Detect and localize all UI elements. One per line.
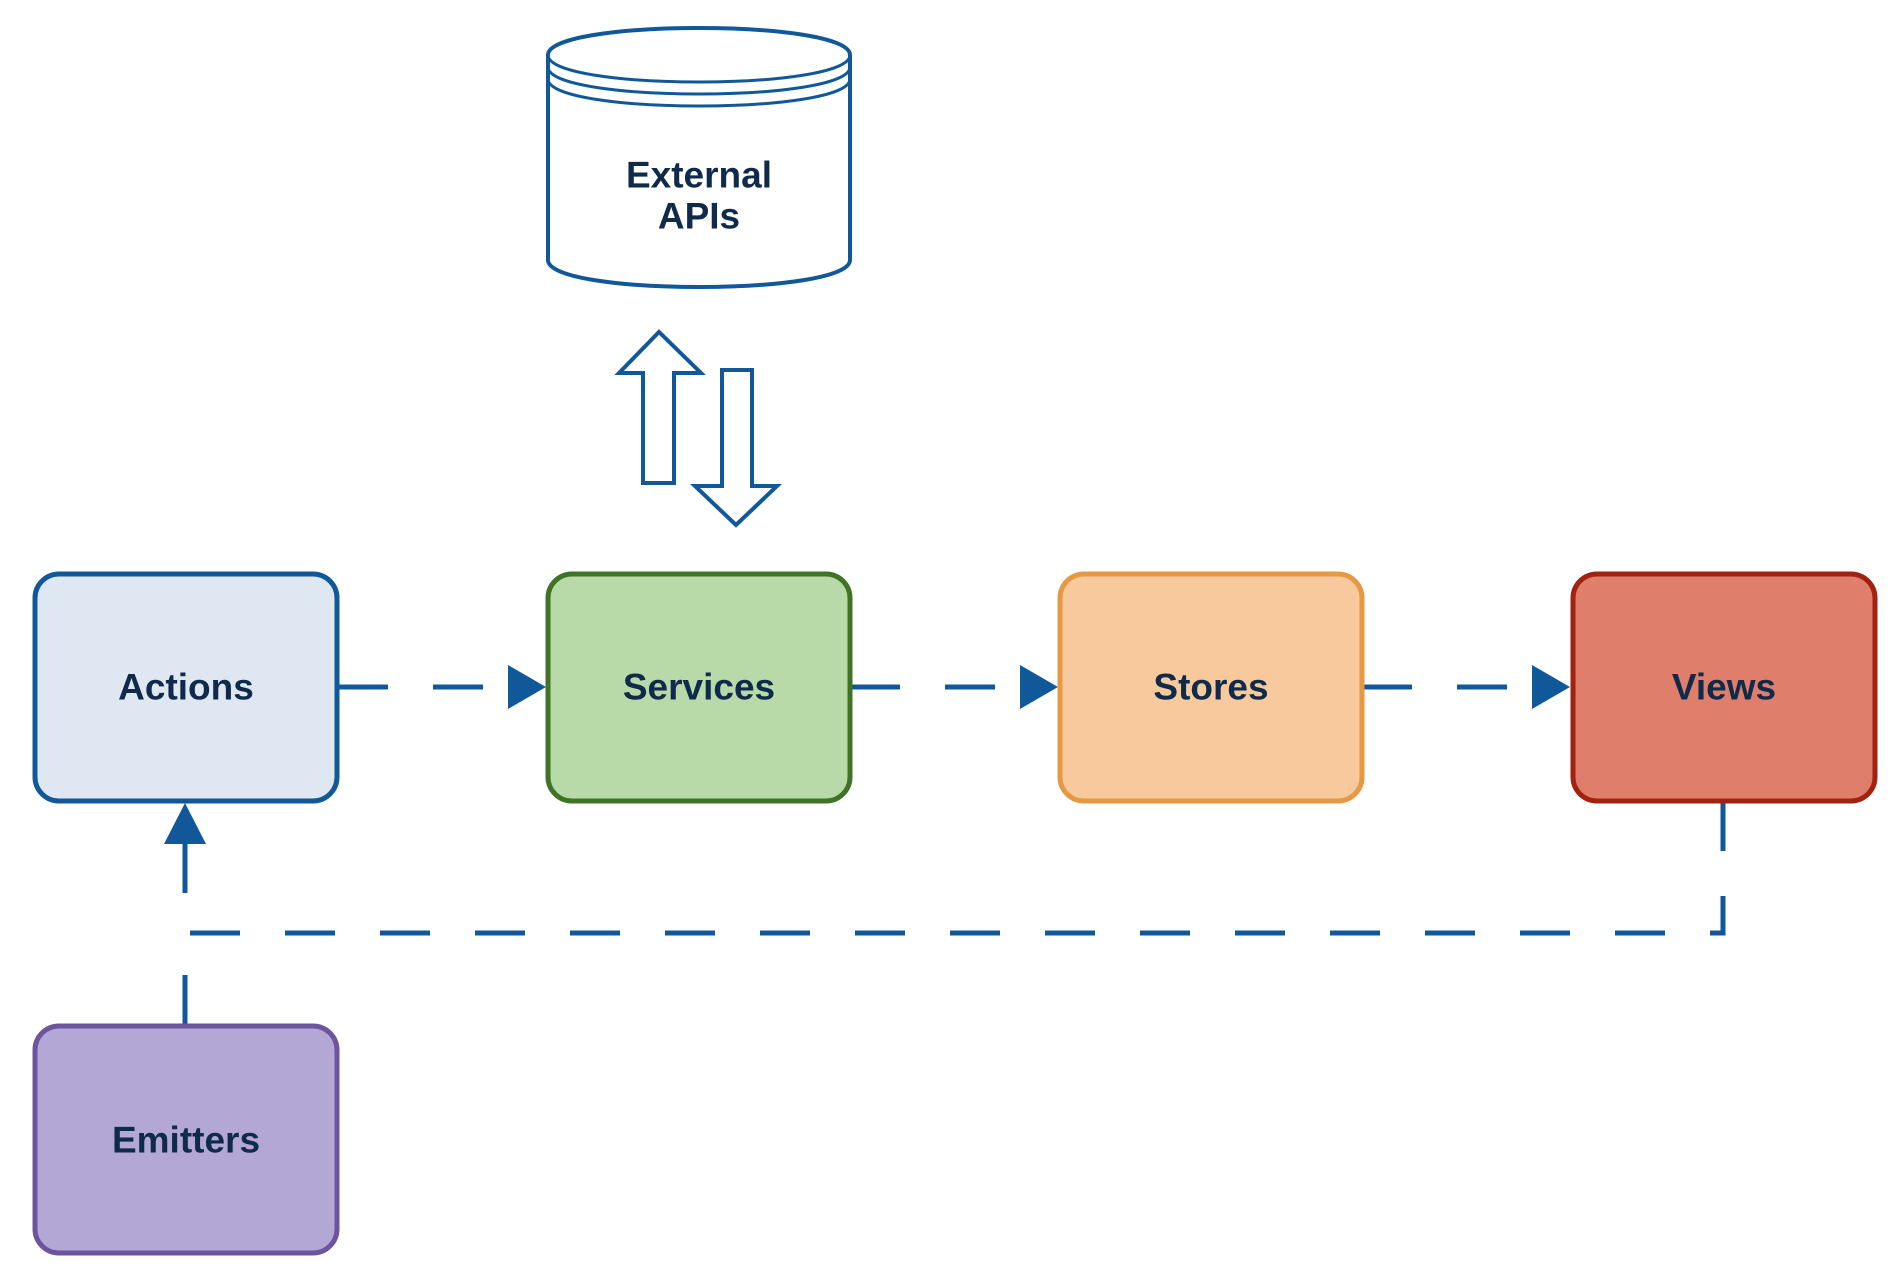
stores-label: Stores xyxy=(1153,667,1268,708)
services-label: Services xyxy=(623,667,775,708)
external-apis-node: External APIs xyxy=(546,26,852,289)
actions-box xyxy=(32,571,340,804)
external-apis-label-line1: External xyxy=(626,155,772,196)
api-exchange-arrows xyxy=(614,329,783,528)
emitters-label: Emitters xyxy=(112,1120,260,1161)
arrowheads xyxy=(164,665,1570,844)
edge-views-to-actions xyxy=(182,801,1726,936)
actions-node: Actions xyxy=(32,571,340,804)
views-node: Views xyxy=(1570,571,1878,804)
services-node: Services xyxy=(545,571,853,804)
arrowhead-to-services xyxy=(508,665,546,709)
actions-label: Actions xyxy=(118,667,254,708)
arrowhead-to-actions xyxy=(164,803,206,844)
services-box xyxy=(545,571,853,804)
arrowhead-to-stores xyxy=(1020,665,1058,709)
emitters-node: Emitters xyxy=(32,1023,340,1256)
stores-box xyxy=(1057,571,1365,804)
stores-node: Stores xyxy=(1057,571,1365,804)
connectors xyxy=(182,684,1726,1025)
external-apis-label-line2: APIs xyxy=(658,196,740,237)
views-label: Views xyxy=(1672,667,1776,708)
arrowhead-to-views xyxy=(1532,665,1570,709)
external-apis-cylinder-body xyxy=(546,26,852,289)
external-apis-cylinder-rings xyxy=(546,54,852,108)
arrow-down-to-services xyxy=(689,368,783,528)
emitters-box xyxy=(32,1023,340,1256)
arrow-up-to-external-apis xyxy=(614,329,706,485)
views-box xyxy=(1570,571,1878,804)
